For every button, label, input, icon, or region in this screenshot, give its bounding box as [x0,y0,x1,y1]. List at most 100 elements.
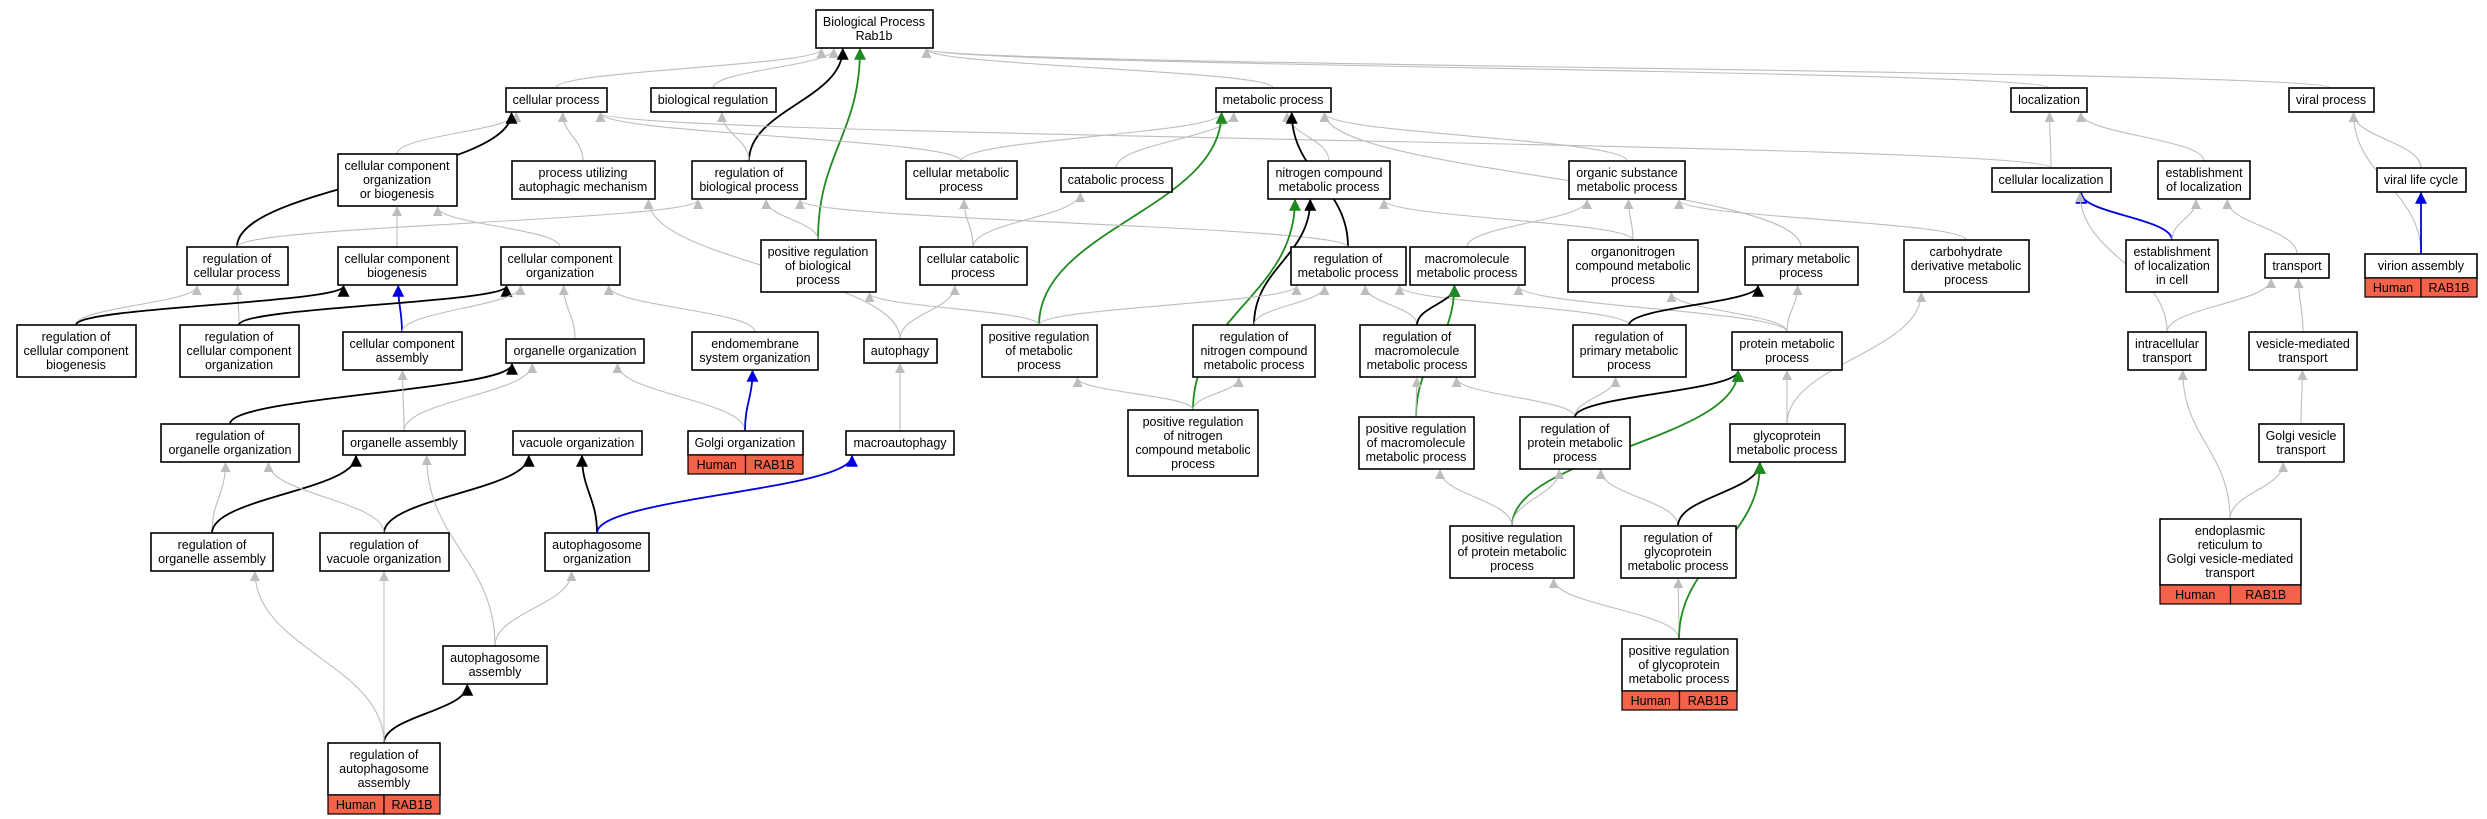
node-label-line: compound metabolic [1575,259,1690,273]
go-term-node-cloc[interactable]: cellular localization [1991,167,2112,193]
node-box [815,9,934,49]
node-label-line: cellular component [345,252,450,266]
edge-is_a-cmp-to-cp [595,112,962,162]
node-box [186,246,289,286]
edge-line [263,462,385,534]
edge-is_a-prmp-to-rmp [1038,285,1302,326]
edge-line [1548,578,1680,640]
annotation-tag-cell [2229,584,2302,605]
go-term-node-oa[interactable]: organelle assembly [342,430,466,456]
go-term-node-oo[interactable]: organelle organization [505,338,645,364]
go-term-node-br[interactable]: biological regulation [650,87,777,113]
edge-line [1319,112,1628,162]
go-term-node-macro[interactable]: macroautophagy [845,430,955,456]
node-label-line: regulation of [1220,330,1289,344]
node-label-line: transport [2142,351,2192,365]
node-label-line: Golgi vesicle-mediated [2167,552,2293,566]
edge-line [717,112,750,162]
edge-line [899,285,960,340]
edge-is_a-mp-to-root [921,48,1274,89]
go-term-node-autophagy[interactable]: autophagy [863,338,938,364]
edge-is_a-prncmp-to-rncmp [1192,377,1244,411]
node-label-line: organelle assembly [350,436,458,450]
go-term-node-transport[interactable]: transport [2264,253,2330,279]
go-term-node-vp[interactable]: viral process [2288,87,2375,113]
edge-is_a-rmmp-to-rmp [1360,285,1418,326]
edge-is_a-cdmp-to-osmp [1674,199,1967,241]
node-label-line: regulation of [1541,422,1610,436]
node-box [2010,87,2088,113]
node-label-line: viral life cycle [2384,173,2458,187]
node-label-line: process [951,266,995,280]
edge-is_a-transport-to-eloc [2222,199,2298,255]
go-term-node-cp[interactable]: cellular process [505,87,608,113]
node-label-line: process [796,273,840,287]
node-label-line: compound metabolic [1135,443,1250,457]
node-box [691,160,807,200]
node-label-line: intracellular [2135,337,2199,351]
edge-is_a-cp-to-root [555,48,827,89]
go-term-node-catp[interactable]: catabolic process [1060,167,1173,193]
node-label-line: regulation of [178,538,247,552]
go-term-node-vo[interactable]: vacuole organization [512,430,643,456]
go-term-node-loc[interactable]: localization [2010,87,2088,113]
edge-is_a-prncmp-to-prmp [1072,377,1194,411]
node-label-line: catabolic process [1068,173,1165,187]
node-label-line: regulation of [196,429,265,443]
node-box [16,324,137,378]
node-box [1358,416,1475,470]
go-term-node-mp[interactable]: metabolic process [1215,87,1332,113]
go-term-node-vlc[interactable]: viral life cycle [2376,167,2467,193]
edge-part_of-roa-to-oa [211,454,362,534]
node-label-line: metabolic process [1367,358,1468,372]
edge-pos_regulates-prbp-to-root [817,47,866,241]
